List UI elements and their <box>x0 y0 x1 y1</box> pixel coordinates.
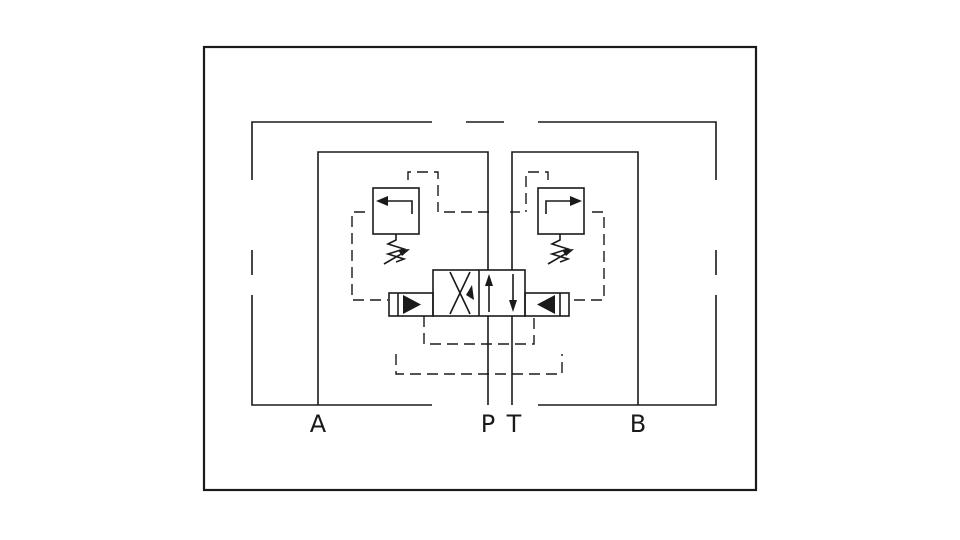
relief-valve-right-arrow-icon <box>570 196 582 206</box>
pilot-actuator-right-triangle-icon <box>537 295 555 314</box>
pilot-actuator-left <box>388 292 434 317</box>
directional-valve <box>432 269 526 317</box>
relief-valve-left-arrow-icon <box>376 196 388 206</box>
port-label-b: B <box>630 410 646 438</box>
pilot-right-top <box>525 171 549 212</box>
valve-arrow-down-icon <box>509 300 517 312</box>
pilot-left-top <box>407 171 439 212</box>
valve-cross-arrow-icon <box>466 285 474 300</box>
relief-valve-right-adjust-arrow-icon <box>562 249 574 256</box>
port-label-t: T <box>506 410 522 438</box>
valve-arrow-up-icon <box>485 274 493 286</box>
relief-valve-right-spring-icon <box>549 234 571 263</box>
valve-cross-line-2 <box>449 271 471 315</box>
relief-valve-left-adjust-arrow-icon <box>398 249 410 256</box>
line-port-a-outer <box>251 121 432 406</box>
line-port-b-outer <box>538 121 717 406</box>
outer-frame <box>202 45 758 492</box>
pilot-actuator-left-body <box>388 292 434 317</box>
pilot-actuator-right-body <box>524 292 570 317</box>
relief-valve-left <box>372 187 420 265</box>
pilot-right-drain <box>572 211 605 301</box>
pilot-actuator-right <box>524 292 570 317</box>
port-label-p: P <box>481 410 495 438</box>
pilot-outer-drain <box>395 354 563 375</box>
pilot-actuator-left-triangle-icon <box>403 295 421 314</box>
pilot-left-drain <box>351 211 388 301</box>
relief-valve-right <box>537 187 585 265</box>
relief-valve-right-body <box>537 187 585 235</box>
break-right-upper <box>710 180 722 250</box>
relief-valve-left-flow-line <box>380 200 413 214</box>
break-right-lower <box>710 275 722 295</box>
relief-valve-left-spring-icon <box>385 234 407 263</box>
break-left-upper <box>246 180 258 250</box>
port-label-a: A <box>310 410 327 438</box>
relief-valve-right-flow-line <box>545 200 578 214</box>
break-left-lower <box>246 275 258 295</box>
line-inner-right <box>511 151 639 405</box>
pilot-inner-drain <box>423 316 535 345</box>
